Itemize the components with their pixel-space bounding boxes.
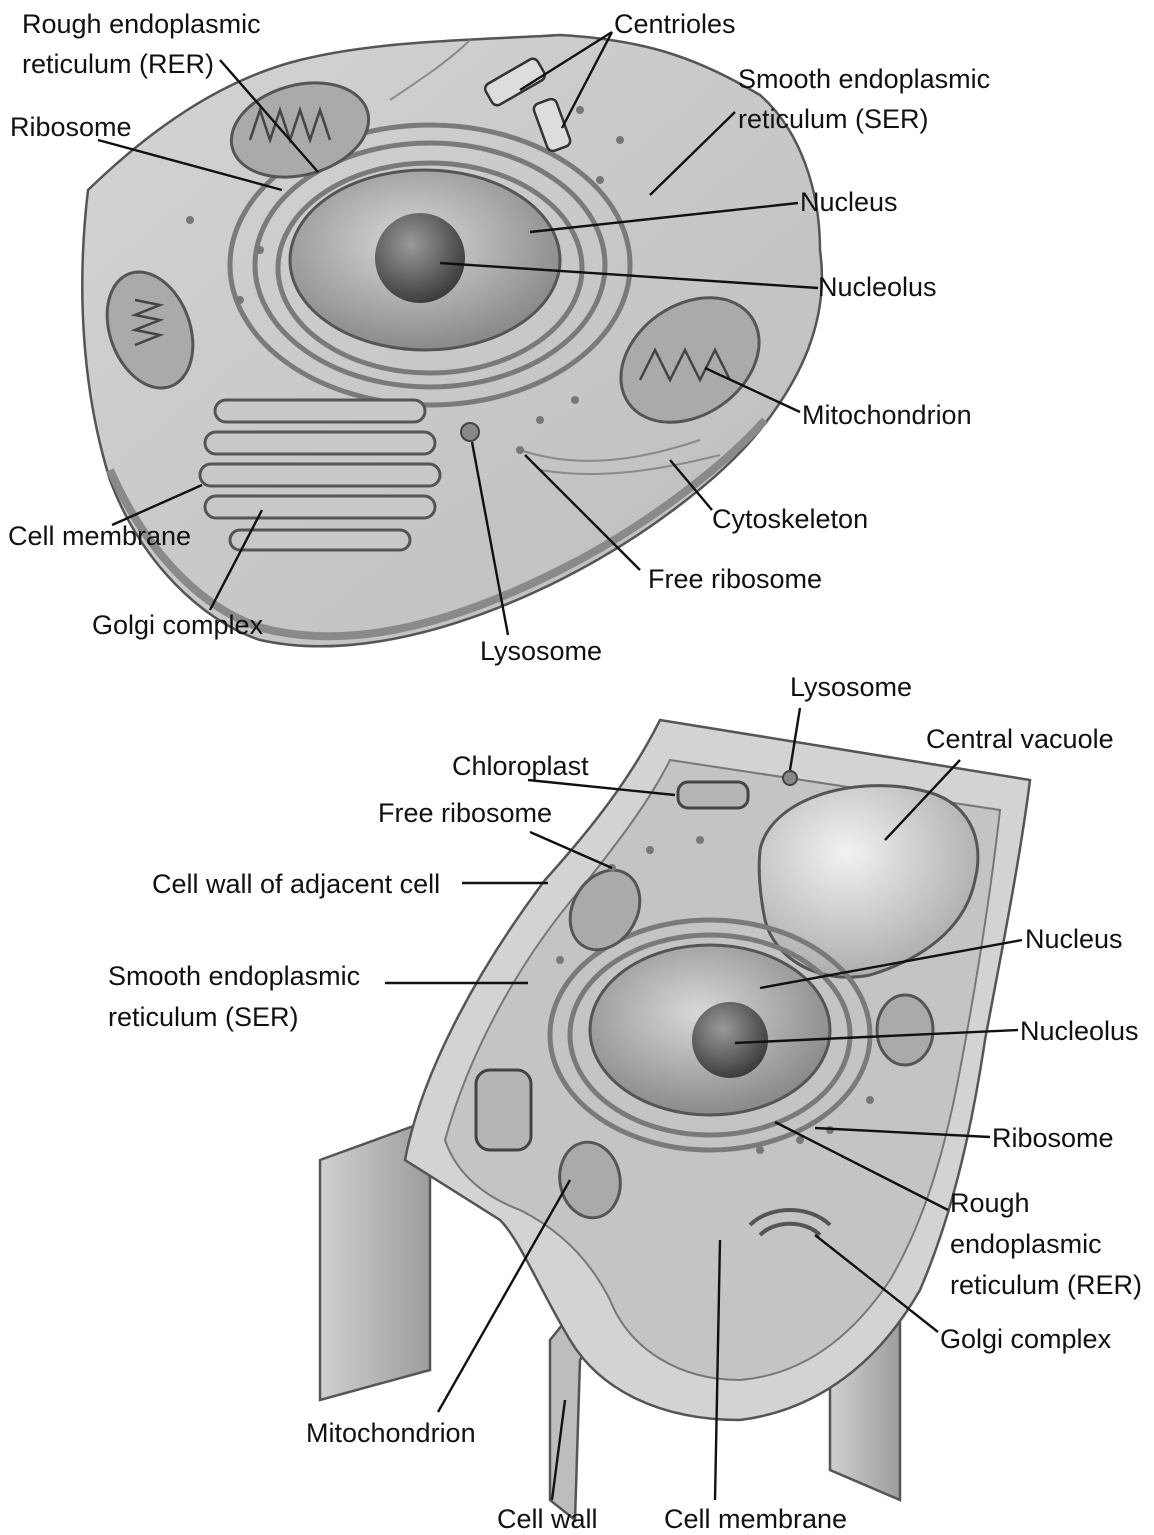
label-plant-ribosome: Ribosome [992, 1123, 1114, 1153]
animal-cell: Rough endoplasmic reticulum (RER) Centri… [8, 9, 990, 666]
plant-nucleolus [692, 1002, 768, 1078]
label-animal-free-ribosome: Free ribosome [648, 564, 822, 594]
label-plant-chloroplast: Chloroplast [452, 751, 589, 781]
label-animal-ser: Smooth endoplasmic [738, 64, 990, 94]
label-animal-mitochondrion: Mitochondrion [802, 400, 972, 430]
label-animal-nucleolus: Nucleolus [818, 272, 937, 302]
plant-cell: Lysosome Central vacuole Chloroplast Fre… [108, 672, 1142, 1534]
label-animal-rer-line2: reticulum (RER) [22, 49, 214, 79]
label-animal-golgi: Golgi complex [92, 610, 264, 640]
label-plant-golgi: Golgi complex [940, 1324, 1112, 1354]
label-plant-mitochondrion: Mitochondrion [306, 1418, 476, 1448]
label-plant-cell-wall: Cell wall [497, 1504, 598, 1534]
label-plant-rer-line2: endoplasmic [950, 1229, 1102, 1259]
label-plant-rer-line3: reticulum (RER) [950, 1270, 1142, 1300]
animal-lysosome [461, 423, 479, 441]
label-plant-central-vacuole: Central vacuole [926, 724, 1114, 754]
label-plant-lysosome: Lysosome [790, 672, 912, 702]
label-plant-nucleus: Nucleus [1025, 924, 1123, 954]
label-plant-ser-line2: reticulum (SER) [108, 1002, 299, 1032]
label-plant-rer: Rough [950, 1188, 1030, 1218]
label-animal-rer: Rough endoplasmic [22, 9, 261, 39]
label-animal-ribosome: Ribosome [10, 112, 132, 142]
label-plant-ser: Smooth endoplasmic [108, 961, 360, 991]
label-animal-lysosome: Lysosome [480, 636, 602, 666]
label-animal-ser-line2: reticulum (SER) [738, 104, 929, 134]
label-animal-nucleus: Nucleus [800, 187, 898, 217]
label-plant-cell-membrane: Cell membrane [664, 1504, 847, 1534]
label-plant-free-ribosome: Free ribosome [378, 798, 552, 828]
label-animal-centrioles: Centrioles [614, 9, 736, 39]
label-animal-cell-membrane: Cell membrane [8, 521, 191, 551]
label-animal-cytoskeleton: Cytoskeleton [712, 504, 868, 534]
animal-nucleolus [375, 213, 465, 303]
label-plant-cell-wall-adjacent: Cell wall of adjacent cell [152, 869, 440, 899]
label-plant-nucleolus: Nucleolus [1020, 1016, 1139, 1046]
plant-lysosome [783, 771, 797, 785]
